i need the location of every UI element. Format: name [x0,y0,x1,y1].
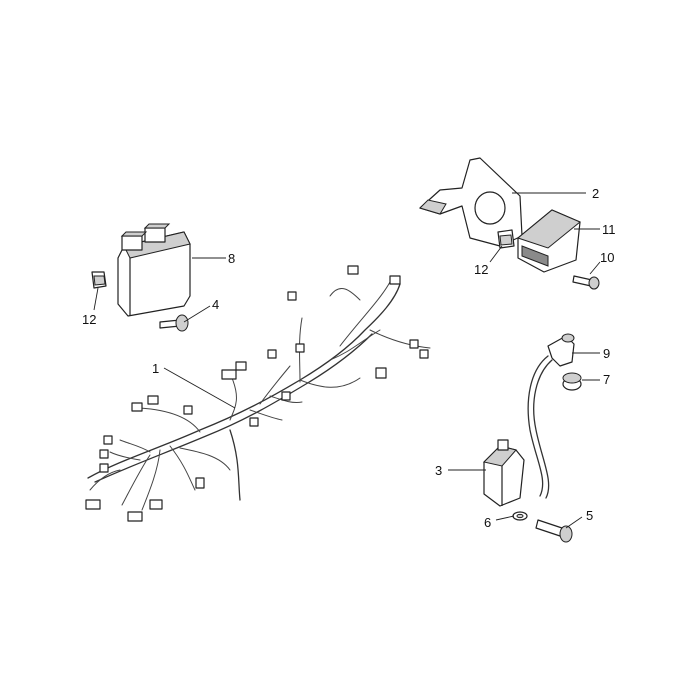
leader-12-right [489,245,503,263]
leader-5 [565,516,583,529]
clip-part-12-right [497,229,515,249]
callout-12-left: 12 [82,312,96,327]
wiring-harness-part-1 [85,265,431,522]
spark-plug-cap-part-9 [527,333,575,499]
callout-4: 4 [212,297,219,312]
bracket-part-2 [419,157,523,247]
leader-4 [183,305,211,323]
callout-3: 3 [435,463,442,478]
bolt-part-4 [159,314,189,332]
callout-8: 8 [228,251,235,266]
ignition-coil-part-3 [483,439,525,507]
screw-part-10 [572,275,600,290]
clip-part-12-left [91,271,107,289]
callout-2: 2 [592,186,599,201]
bolt-part-5 [535,519,573,543]
cap-part-7 [562,372,582,391]
leader-6 [495,515,515,521]
leader-10 [589,261,601,275]
callout-11: 11 [602,222,616,237]
callout-1: 1 [152,361,159,376]
control-unit-part-8 [117,223,191,317]
callout-5: 5 [586,508,593,523]
leader-12-left [93,287,99,311]
callout-9: 9 [603,346,610,361]
regulator-part-11 [516,209,581,273]
callout-12-right: 12 [474,262,488,277]
callout-6: 6 [484,515,491,530]
callout-7: 7 [603,372,610,387]
callout-10: 10 [600,250,614,265]
leader-1 [163,367,236,409]
washer-part-6 [512,511,528,521]
